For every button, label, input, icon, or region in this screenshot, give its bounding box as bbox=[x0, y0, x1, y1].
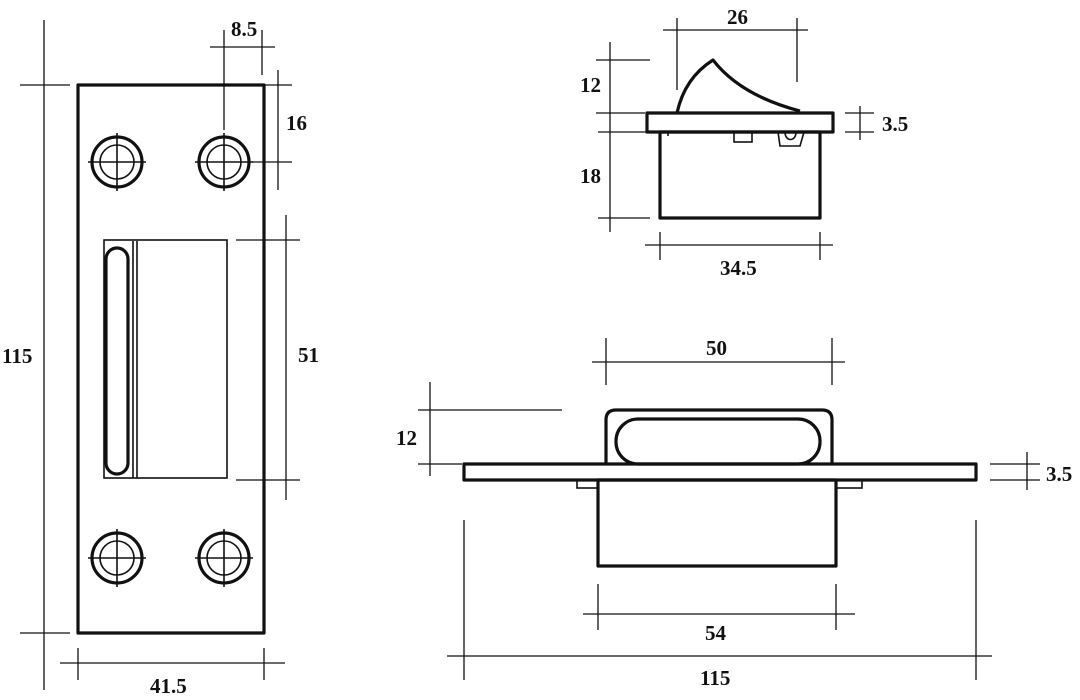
label-bottom-body-width: 54 bbox=[705, 621, 727, 645]
bottom-lip-slot bbox=[614, 417, 822, 466]
label-side-thickness: 3.5 bbox=[882, 112, 908, 136]
dimension-width: 41.5 bbox=[60, 648, 285, 698]
label-bottom-length: 115 bbox=[700, 666, 730, 690]
screw-hole-bottom-left bbox=[88, 529, 146, 587]
screw-hole-top-left bbox=[88, 133, 146, 191]
dimension-bottom-body-width: 54 bbox=[583, 584, 855, 645]
dimension-bottom-lip: 12 bbox=[396, 382, 562, 476]
label-width: 41.5 bbox=[150, 674, 187, 698]
dimension-side-body-width: 34.5 bbox=[645, 232, 833, 280]
bottom-plate bbox=[462, 462, 978, 482]
label-side-lip: 12 bbox=[580, 73, 601, 97]
dimension-opening-height: 51 bbox=[236, 215, 319, 500]
label-hole-offset: 16 bbox=[286, 111, 307, 135]
label-hole-spacing: 8.5 bbox=[231, 17, 257, 41]
label-bottom-top-width: 50 bbox=[706, 336, 727, 360]
dimension-bottom-length: 115 bbox=[447, 520, 992, 690]
label-bottom-thickness: 3.5 bbox=[1046, 462, 1072, 486]
label-side-width: 26 bbox=[727, 5, 748, 29]
dimension-hole-offset: 16 bbox=[252, 70, 307, 190]
label-bottom-lip: 12 bbox=[396, 426, 417, 450]
front-view: 115 41.5 8.5 16 51 bbox=[2, 17, 319, 698]
side-plate bbox=[645, 111, 835, 134]
bottom-view: 50 12 3.5 54 115 bbox=[396, 336, 1072, 690]
label-opening-height: 51 bbox=[298, 343, 319, 367]
bottom-lip bbox=[604, 408, 834, 464]
dimension-side-width: 26 bbox=[663, 5, 808, 90]
strike-plate-outline bbox=[76, 83, 266, 635]
label-side-body-width: 34.5 bbox=[720, 256, 757, 280]
screw-hole-bottom-right bbox=[195, 529, 253, 587]
bottom-body bbox=[596, 478, 838, 568]
dimension-bottom-thickness: 3.5 bbox=[990, 452, 1072, 490]
dimension-bottom-top-width: 50 bbox=[592, 336, 845, 385]
side-body bbox=[658, 130, 822, 220]
dimension-side-thickness: 3.5 bbox=[845, 106, 908, 140]
latch-lip bbox=[675, 58, 801, 114]
dimension-height: 115 bbox=[2, 20, 70, 690]
dimension-side-lip: 12 bbox=[580, 42, 650, 128]
label-side-depth: 18 bbox=[580, 164, 601, 188]
latch-opening bbox=[103, 239, 228, 479]
dimension-hole-spacing: 8.5 bbox=[210, 17, 275, 130]
screw-hole-top-right bbox=[195, 133, 253, 191]
label-height: 115 bbox=[2, 344, 32, 368]
dimension-side-depth: 18 bbox=[580, 128, 650, 232]
side-view: 26 12 3.5 18 34.5 bbox=[580, 5, 908, 280]
